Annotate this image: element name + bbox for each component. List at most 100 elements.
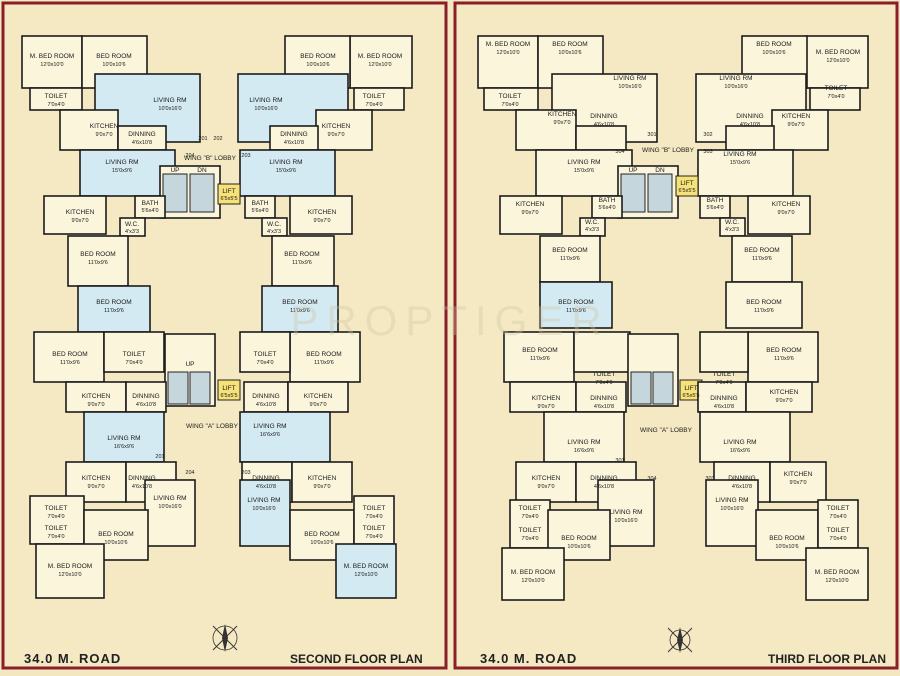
- room-dim: 7'0x4'0: [521, 536, 538, 542]
- room-label: TOILET: [825, 85, 848, 92]
- room-dim: 5'6x4'0: [598, 205, 615, 211]
- room-dim: 9'0x7'0: [309, 402, 326, 408]
- room-label: LIVING RM: [105, 159, 138, 166]
- room-dim: 12'0x10'0: [368, 62, 391, 68]
- room-dim: 10'0x16'0: [618, 84, 641, 90]
- room-dim: 9'0x7'0: [313, 484, 330, 490]
- flat-number: 304: [647, 476, 656, 482]
- room-label: BED ROOM: [552, 41, 587, 48]
- room-label: TOILET: [123, 351, 146, 358]
- room-dim: 12'0x10'0: [521, 578, 544, 584]
- room-label: KITCHEN: [66, 209, 95, 216]
- room-label: LIVING RM: [715, 497, 748, 504]
- flat-number: 303: [703, 149, 712, 155]
- room-label: BED ROOM: [96, 53, 131, 60]
- room-dim: 11'0x9'6: [314, 360, 334, 366]
- room-dim: 7'0x4'0: [365, 102, 382, 108]
- room-dim: 5'6x4'0: [251, 208, 268, 214]
- room-dim: 9'0x7'0: [87, 402, 104, 408]
- room-dim: 7'0x4'0: [256, 360, 273, 366]
- room-dim: 9'0x7'0: [789, 480, 806, 486]
- room-dim: 7'0x4'0: [715, 380, 732, 386]
- room-label: KITCHEN: [308, 209, 337, 216]
- room-dim: 7'0x4'0: [125, 360, 142, 366]
- room-dim: 4'6x10'8: [132, 140, 152, 146]
- room-label: TOILET: [519, 527, 542, 534]
- room-label: TOILET: [45, 525, 68, 532]
- flat-number: 204: [185, 470, 194, 476]
- stair-dn: DN: [197, 167, 207, 174]
- room-label: BED ROOM: [746, 299, 781, 306]
- room-dim: 10'0x10'6: [567, 544, 590, 550]
- room-label: BED ROOM: [561, 535, 596, 542]
- room-dim: 10'0x16'0: [614, 518, 637, 524]
- lift-label: LIFT: [680, 180, 693, 187]
- room-dim: 9'0x7'0: [313, 218, 330, 224]
- room-label: BATH: [707, 197, 724, 204]
- room-label: BED ROOM: [769, 535, 804, 542]
- room-dim: 10'0x10'6: [102, 62, 125, 68]
- room-label: BATH: [252, 200, 269, 207]
- room-dim: 15'0x9'6: [574, 168, 594, 174]
- stair-up: UP: [170, 167, 179, 174]
- room-label: KITCHEN: [308, 475, 337, 482]
- room-label: KITCHEN: [772, 201, 801, 208]
- room-dim: 4'6x10'8: [256, 402, 276, 408]
- room-dim: 10'0x10'6: [558, 50, 581, 56]
- room-dim: 12'0x10'0: [58, 572, 81, 578]
- room-label: TOILET: [499, 93, 522, 100]
- lift-dim: 6'5x5'5: [220, 393, 237, 399]
- room-label: TOILET: [713, 371, 736, 378]
- room-dim: 10'0x16'0: [254, 106, 277, 112]
- room-dim: 4'6x10'8: [256, 484, 276, 490]
- room-dim: 9'0x7'0: [521, 210, 538, 216]
- room-label: LIVING RM: [269, 159, 302, 166]
- room-label: M. BED ROOM: [511, 569, 555, 576]
- room-label: TOILET: [45, 505, 68, 512]
- room-dim: 11'0x9'6: [60, 360, 80, 366]
- room-label: BED ROOM: [306, 351, 341, 358]
- room-dim: 7'0x4'0: [47, 102, 64, 108]
- room-label: LIVING RM: [613, 75, 646, 82]
- room-dim: 11'0x9'6: [566, 308, 586, 314]
- room-label: BED ROOM: [96, 299, 131, 306]
- room-label: M. BED ROOM: [48, 563, 92, 570]
- room-label: KITCHEN: [532, 395, 561, 402]
- room-dim: 7'0x4'0: [829, 514, 846, 520]
- room-label: LIVING RM: [247, 497, 280, 504]
- watermark-text: PROPTIGER: [290, 297, 609, 344]
- room-label: LIVING RM: [719, 75, 752, 82]
- flat-number: 303: [705, 476, 714, 482]
- lift-dim: 6'5x5'5: [220, 196, 237, 202]
- flat-number: 301: [647, 132, 656, 138]
- compass-icon: [212, 624, 238, 652]
- room-dim: 4'x3'3: [125, 229, 139, 235]
- room-label: LIVING RM: [723, 151, 756, 158]
- room-dim: 4'x3'3: [267, 229, 281, 235]
- right-panel-frame: [453, 1, 899, 670]
- room-label: DINNING: [736, 113, 763, 120]
- room-dim: 11'0x9'6: [88, 260, 108, 266]
- stair-up: UP: [628, 167, 637, 174]
- room-label: BATH: [142, 200, 159, 207]
- room-label: KITCHEN: [82, 475, 111, 482]
- flat-number: 202: [213, 136, 222, 142]
- room-label: KITCHEN: [784, 471, 813, 478]
- room-dim: 12'0x10'0: [826, 58, 849, 64]
- room-dim: 9'0x7'0: [87, 484, 104, 490]
- second-floor-plan: M. BED ROOM 12'0x10'0 BED ROOM 10'0x10'6…: [21, 35, 423, 666]
- room-label: LIVING RM: [153, 97, 186, 104]
- plan-title: SECOND FLOOR PLAN: [290, 652, 423, 666]
- room-label: TOILET: [363, 93, 386, 100]
- room-label: LIVING RM: [249, 97, 282, 104]
- room-dim: 10'0x10'6: [310, 540, 333, 546]
- room-dim: 4'6x10'8: [594, 122, 614, 128]
- room-dim: 9'0x7'0: [537, 484, 554, 490]
- flat-number: 304: [615, 149, 624, 155]
- road-label: 34.0 M. ROAD: [480, 651, 577, 666]
- room-label: DINNING: [128, 131, 155, 138]
- room-dim: 10'0x16'0: [724, 84, 747, 90]
- room-label: DINNING: [590, 395, 617, 402]
